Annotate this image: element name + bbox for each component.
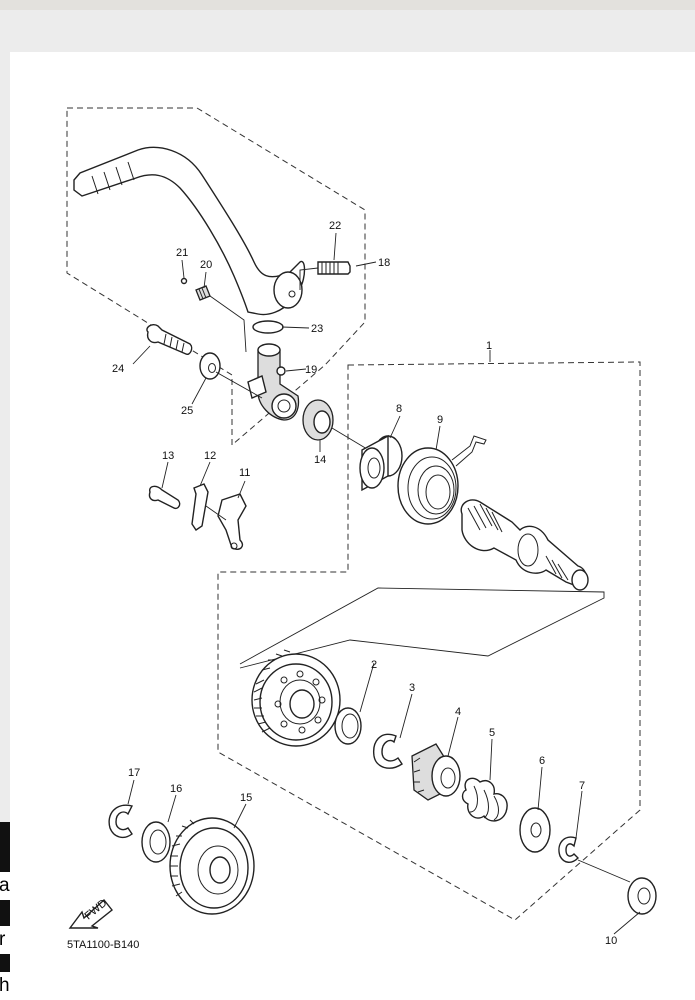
- stopper-guide-11: [217, 493, 247, 550]
- kick-crank-tread-ribs: [91, 161, 135, 195]
- kick-crank-lever: [73, 146, 306, 316]
- kick-crank-boss: [273, 271, 303, 309]
- callout-19: 19: [305, 364, 317, 376]
- washer-10: [627, 877, 657, 915]
- torsion-spring-9-coil-c: [425, 474, 451, 510]
- ratchet-wheel-4-face: [431, 755, 461, 797]
- kick-gear-holes: [274, 670, 326, 734]
- kick-crank-boss-hole: [288, 290, 296, 298]
- kick-crank-group-boundary: [66, 107, 366, 447]
- callout-13: 13: [162, 450, 174, 462]
- callout-2: 2: [371, 659, 377, 671]
- kick-axle-collar: [517, 533, 539, 567]
- callout-25: 25: [181, 405, 193, 417]
- callout-10: 10: [605, 935, 617, 947]
- axle-outline: [239, 587, 605, 669]
- washer-6-hole: [530, 822, 542, 838]
- washer-2-hole: [341, 713, 359, 739]
- spring-5: [461, 777, 508, 822]
- kick-gear-teeth: [253, 649, 291, 733]
- callout-18: 18: [378, 257, 390, 269]
- axle-end-path: [577, 859, 631, 883]
- plate-12: [191, 483, 209, 531]
- callout-20: 20: [200, 259, 212, 271]
- plate-12-path: [205, 505, 227, 521]
- callout-7: 7: [579, 780, 585, 792]
- circlip-7: [558, 836, 579, 863]
- side-tab-glyph-2: r: [0, 926, 10, 954]
- idle-gear-15-inner: [197, 845, 239, 895]
- bushing-8-hole: [367, 457, 381, 479]
- bolt-13: [148, 485, 181, 510]
- callout-24: 24: [112, 363, 124, 375]
- callout-12: 12: [204, 450, 216, 462]
- callout-6: 6: [539, 755, 545, 767]
- fwd-arrow-icon: [68, 898, 113, 929]
- kick-boss-spline-hole: [277, 399, 291, 413]
- diagram-sheet: [10, 52, 695, 1000]
- kick-boss-spline-end: [271, 393, 297, 419]
- callout-16: 16: [170, 783, 182, 795]
- circlip-3: [373, 733, 403, 769]
- bushing-8-front: [359, 447, 385, 489]
- kick-axle: [460, 499, 588, 589]
- idle-gear-15-teeth: [170, 819, 195, 897]
- torsion-spring-9-hook: [451, 435, 487, 467]
- torsion-spring-9-coil-b: [417, 465, 455, 515]
- bolt-22-path: [299, 267, 319, 290]
- kick-axle-splines-b: [545, 555, 569, 581]
- callout-8: 8: [396, 403, 402, 415]
- callout-5: 5: [489, 727, 495, 739]
- ratchet-wheel-4-bore: [440, 767, 456, 789]
- washer-25-hole: [208, 363, 216, 373]
- washer-2: [334, 707, 362, 745]
- kick-boss-shaft-top: [257, 343, 281, 357]
- side-tab-glyph-3: h: [0, 972, 10, 1000]
- circlip-17: [108, 804, 134, 839]
- side-tab-glyph-1: a: [0, 872, 10, 900]
- kick-gear-hub: [289, 689, 315, 719]
- callout-23: 23: [311, 323, 323, 335]
- washer-25-path: [215, 371, 263, 399]
- bolt-24-threads: [163, 333, 185, 353]
- spring-5-coils: [469, 785, 499, 821]
- ratchet-wheel-4-teeth: [413, 757, 425, 793]
- torsion-spring-9-outer: [397, 447, 459, 525]
- diagram-code: 5TA1100-B140: [67, 939, 139, 951]
- callout-17: 17: [128, 767, 140, 779]
- callout-4: 4: [455, 706, 461, 718]
- top-bar: [0, 0, 695, 10]
- torsion-spring-9-coil-a: [407, 456, 457, 520]
- callout-14: 14: [314, 454, 326, 466]
- callout-leaders: [127, 232, 641, 935]
- bolt-24: [146, 323, 193, 355]
- washer-16-hole: [149, 829, 167, 855]
- callout-1: 1: [486, 340, 492, 352]
- ball-21: [180, 277, 188, 285]
- bolt-22-threads: [321, 262, 339, 274]
- callout-11: 11: [239, 467, 250, 479]
- spring-20-coils: [198, 287, 207, 300]
- washer-25: [199, 352, 221, 380]
- pin-19: [276, 366, 286, 376]
- kick-axle-end: [571, 569, 589, 591]
- oil-seal-14-inner: [313, 410, 331, 434]
- side-tab[interactable]: a r h: [0, 822, 10, 1000]
- callout-22: 22: [329, 220, 341, 232]
- stopper-guide-11-hole: [230, 542, 238, 550]
- spring-20-path: [209, 295, 247, 353]
- o-ring-23: [252, 320, 284, 334]
- idle-gear-15-hub: [209, 856, 231, 884]
- washer-6: [519, 807, 551, 853]
- kick-axle-splines-a: [467, 503, 503, 533]
- callout-15: 15: [240, 792, 252, 804]
- callout-3: 3: [409, 682, 415, 694]
- washer-10-hole: [637, 887, 651, 905]
- callout-21: 21: [176, 247, 188, 259]
- callout-9: 9: [437, 414, 443, 426]
